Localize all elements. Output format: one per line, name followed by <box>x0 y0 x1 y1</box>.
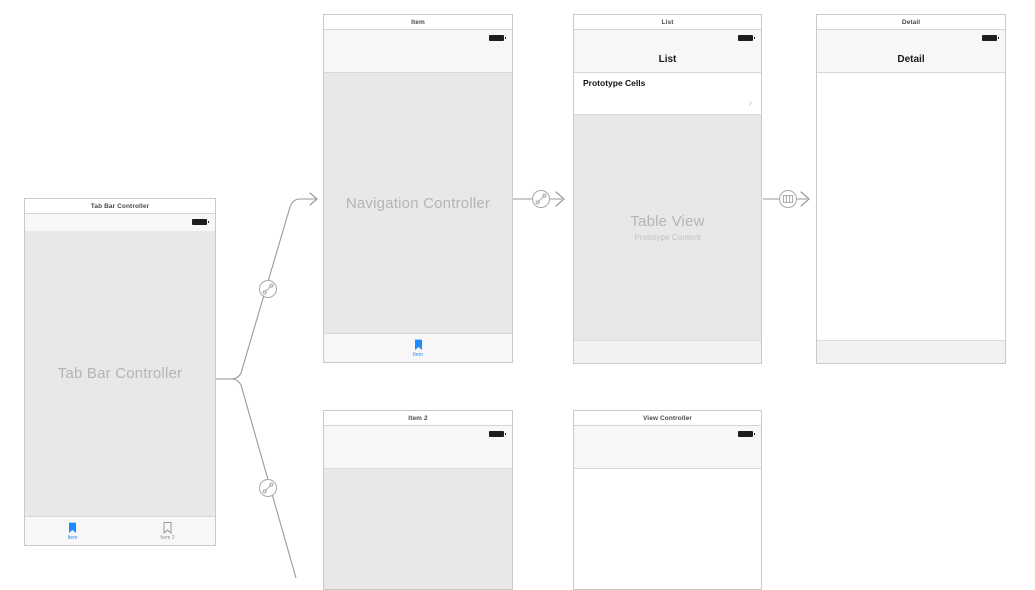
scene-tab-bar-controller[interactable]: Tab Bar Controller Tab Bar Controller It… <box>24 198 216 546</box>
battery-icon <box>738 35 755 41</box>
status-bar <box>817 30 1005 47</box>
show-segue-icon-list-detail <box>779 190 797 208</box>
navigation-bar[interactable]: List <box>574 47 761 73</box>
scene-title-label: Tab Bar Controller <box>90 202 150 210</box>
scene-title-label: Item <box>411 18 425 26</box>
status-bar <box>324 426 512 443</box>
bookmark-icon <box>69 522 76 533</box>
scene-detail-view-controller[interactable]: Detail Detail <box>816 14 1006 364</box>
scene-titlebar: Detail <box>817 15 1005 30</box>
status-bar <box>324 30 512 47</box>
scene-titlebar: Item 2 <box>324 411 512 426</box>
chevron-right-icon: › <box>748 97 752 109</box>
scene-view-controller[interactable]: View Controller <box>573 410 762 590</box>
battery-icon <box>738 431 755 437</box>
prototype-cells-header: Prototype Cells <box>574 73 761 93</box>
controller-content-area[interactable] <box>324 469 512 589</box>
table-view-footer <box>574 340 761 363</box>
arrowhead-detail <box>800 191 810 207</box>
controller-content-area[interactable]: Navigation Controller <box>324 73 512 333</box>
scene-body: Tab Bar Controller Item Item 2 <box>25 214 215 545</box>
navigation-bar[interactable] <box>324 47 512 73</box>
tab-bar[interactable]: Item Item 2 <box>25 516 215 545</box>
arrowhead-list <box>555 191 565 207</box>
placeholder-title: Navigation Controller <box>345 194 491 212</box>
arrowhead-nav <box>309 192 318 206</box>
battery-icon <box>982 35 999 41</box>
battery-icon <box>489 431 506 437</box>
segue-path-tabbar-to-item2 <box>230 378 297 579</box>
status-bar <box>574 30 761 47</box>
battery-icon <box>489 35 506 41</box>
scene-body <box>324 426 512 589</box>
placeholder-title: Table View <box>630 213 705 230</box>
navigation-bar[interactable] <box>574 443 761 469</box>
tab-bar-item-label: Item 2 <box>160 534 175 541</box>
navigation-bar[interactable] <box>324 443 512 469</box>
scene-list-table-view-controller[interactable]: List List Prototype Cells › Table View P… <box>573 14 762 364</box>
scene-title-label: View Controller <box>642 414 693 422</box>
controller-content-area[interactable] <box>817 73 1005 340</box>
prototype-cells-header-label: Prototype Cells <box>583 78 646 88</box>
segue-path-tabbar-to-nav <box>230 198 316 380</box>
placeholder-subtitle: Prototype Content <box>634 233 701 242</box>
tab-bar-item-label: Item <box>67 534 78 541</box>
bottom-bar <box>817 340 1005 363</box>
bookmark-icon <box>414 339 422 350</box>
placeholder-title: Tab Bar Controller <box>57 365 183 382</box>
navigation-bar[interactable]: Detail <box>817 47 1005 73</box>
tab-bar-item-label: Item <box>412 351 424 358</box>
tab-bar[interactable]: Item <box>324 333 512 362</box>
table-view-content-area[interactable]: Table View Prototype Content <box>574 115 761 340</box>
prototype-cell-row[interactable]: › <box>574 93 761 115</box>
scene-titlebar: Tab Bar Controller <box>25 199 215 214</box>
bookmark-icon <box>163 521 172 534</box>
navigation-bar-title: Detail <box>897 54 925 65</box>
scene-titlebar: View Controller <box>574 411 761 426</box>
scene-item2-view-controller[interactable]: Item 2 <box>323 410 513 590</box>
scene-titlebar: List <box>574 15 761 30</box>
status-bar <box>25 214 215 231</box>
controller-content-area[interactable] <box>574 469 761 589</box>
status-bar <box>574 426 761 443</box>
relationship-segue-icon-tabbar-nav <box>259 280 277 298</box>
scene-body: Detail <box>817 30 1005 363</box>
navigation-bar-title: List <box>658 54 677 65</box>
tab-bar-item-item2[interactable]: Item 2 <box>120 521 215 541</box>
relationship-segue-icon-tabbar-item2 <box>259 479 277 497</box>
scene-navigation-controller[interactable]: Item Navigation Controller Item <box>323 14 513 363</box>
controller-content-area[interactable]: Tab Bar Controller <box>25 231 215 516</box>
scene-title-label: List <box>661 18 674 26</box>
battery-icon <box>192 219 209 225</box>
relationship-segue-icon-nav-list <box>532 190 550 208</box>
scene-body: Navigation Controller Item <box>324 30 512 362</box>
scene-title-label: Item 2 <box>408 414 428 422</box>
tab-bar-item-item[interactable]: Item <box>25 522 120 541</box>
scene-body: List Prototype Cells › Table View Protot… <box>574 30 761 363</box>
tab-bar-item-item[interactable]: Item <box>413 339 423 358</box>
scene-body <box>574 426 761 589</box>
scene-title-label: Detail <box>901 18 921 26</box>
scene-titlebar: Item <box>324 15 512 30</box>
